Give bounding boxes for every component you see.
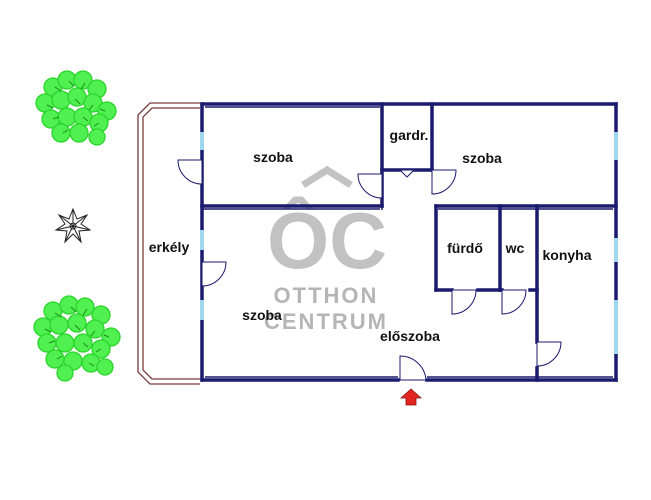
room-label-wc: wc bbox=[505, 240, 525, 256]
doors bbox=[177, 159, 562, 381]
watermark-line1: OTTHON bbox=[274, 283, 379, 308]
watermark: ÔC OTTHON CENTRUM bbox=[264, 165, 388, 334]
room-label-gardrobe: gardr. bbox=[390, 127, 429, 143]
windows bbox=[200, 132, 618, 354]
watermark-logo: ÔC bbox=[267, 196, 387, 285]
tree-icon bbox=[35, 70, 117, 146]
entrance-arrow-icon bbox=[399, 388, 423, 406]
room-label-szoba-top-left: szoba bbox=[253, 149, 293, 165]
watermark-line2: CENTRUM bbox=[264, 309, 388, 334]
room-label-szoba-top-right: szoba bbox=[462, 150, 502, 166]
tree-icon bbox=[33, 295, 121, 382]
plant-icon bbox=[54, 207, 92, 244]
thin-walls bbox=[203, 106, 613, 378]
room-label-furdo: fürdő bbox=[447, 240, 483, 256]
room-label-szoba-bottom-left: szoba bbox=[242, 307, 282, 323]
room-label-konyha: konyha bbox=[542, 247, 591, 263]
room-label-erkely: erkély bbox=[149, 239, 190, 255]
room-label-eloszoba: előszoba bbox=[380, 328, 440, 344]
balcony-outline bbox=[137, 102, 200, 385]
